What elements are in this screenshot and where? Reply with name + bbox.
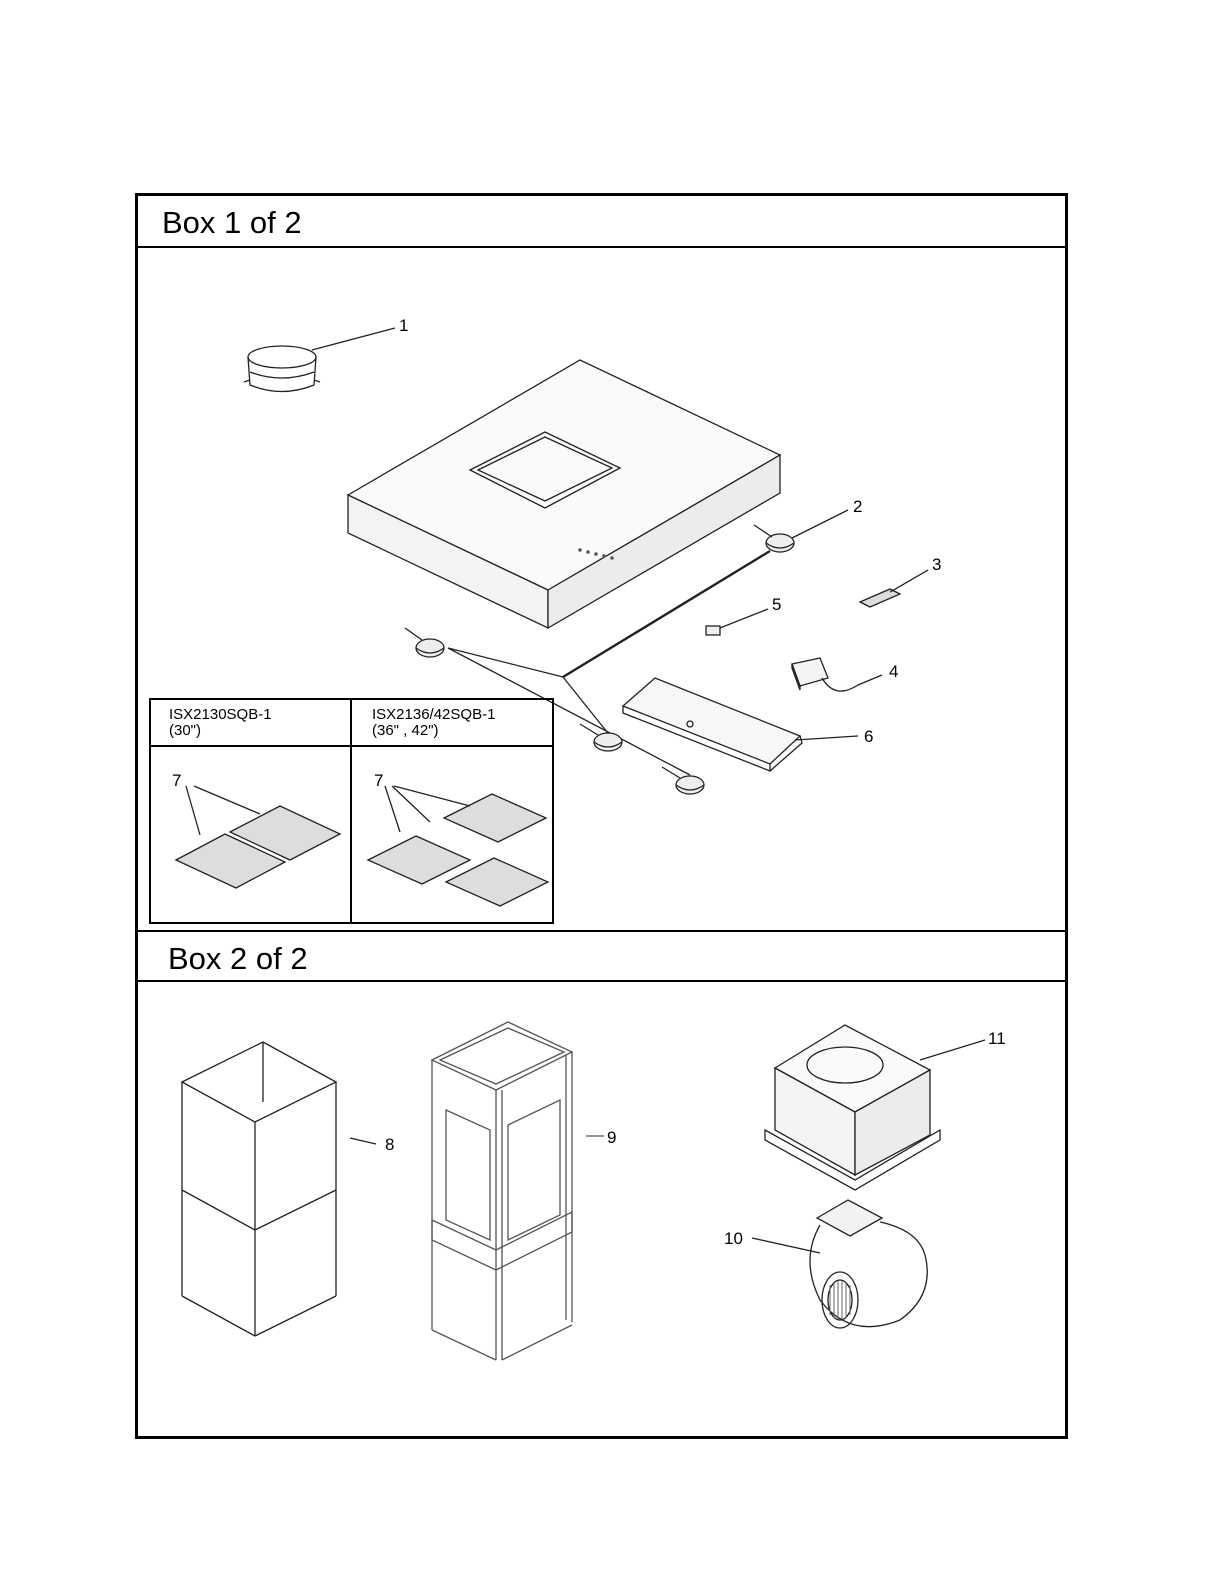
support-frame-part (432, 1022, 604, 1360)
control-box-part (792, 658, 882, 691)
callout-6: 6 (864, 727, 873, 746)
hood-body (348, 360, 780, 628)
table-header-36-42: ISX2136/42SQB-1 (36" , 42") (372, 707, 495, 739)
callout-5: 5 (772, 595, 781, 614)
blower-part (752, 1200, 927, 1328)
duct-collar-part (244, 328, 395, 392)
callout-8: 8 (385, 1135, 394, 1154)
callout-3: 3 (932, 555, 941, 574)
model-name: ISX2130SQB-1 (169, 707, 272, 723)
leader-line (448, 648, 563, 677)
callout-4: 4 (889, 662, 898, 681)
filter-model-table: ISX2130SQB-1 (30") ISX2136/42SQB-1 (36" … (149, 698, 554, 924)
table-header-30: ISX2130SQB-1 (30") (169, 707, 272, 739)
model-size: (36" , 42") (372, 723, 495, 739)
model-size: (30") (169, 723, 272, 739)
table-divider (151, 745, 552, 747)
callout-2: 2 (853, 497, 862, 516)
connector-part (706, 609, 768, 635)
motor-housing-part (765, 1025, 985, 1190)
callout-10: 10 (724, 1229, 743, 1248)
model-name: ISX2136/42SQB-1 (372, 707, 495, 723)
callout-1: 1 (399, 316, 408, 335)
callout-9: 9 (607, 1128, 616, 1147)
callout-11: 11 (988, 1029, 1006, 1048)
mounting-bracket-part (623, 678, 858, 771)
terminal-block-part (860, 570, 928, 607)
table-divider (350, 700, 352, 922)
chimney-cover-part (182, 1042, 376, 1336)
